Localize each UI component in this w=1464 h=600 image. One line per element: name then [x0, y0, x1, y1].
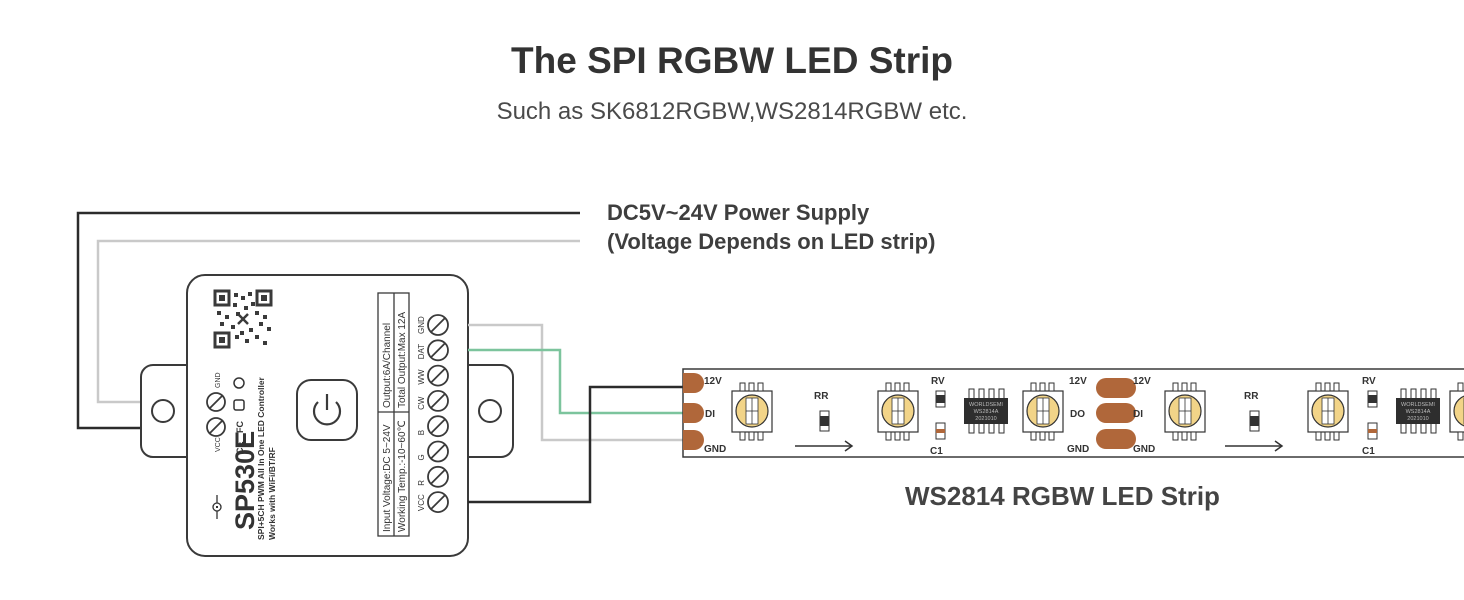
- terminal-ww: [427, 364, 449, 387]
- strip-pads-input: [683, 373, 704, 450]
- chip-marking-1-1: WORLDSEMI: [969, 402, 1003, 408]
- power-supply-note: (Voltage Depends on LED strip): [607, 229, 936, 254]
- output-wire-gnd: [468, 323, 690, 442]
- dc-jack-icon: [212, 495, 222, 519]
- led-chip-6: [1449, 382, 1464, 441]
- label-c1-1: C1: [930, 446, 943, 457]
- pad-label-do: DO: [1070, 409, 1085, 420]
- pad-label-12v-in: 12V: [704, 376, 722, 387]
- terminal-label-r: R: [417, 480, 426, 486]
- label-rr-1: RR: [814, 391, 829, 402]
- controller-compat: Works with WiFi/BT/RF: [267, 447, 277, 540]
- pad-label-gnd-left: GND: [1067, 444, 1089, 455]
- chip-marking-2-2: WS2814A: [1406, 409, 1431, 415]
- terminal-r: [427, 465, 449, 488]
- qr-code: [213, 289, 273, 349]
- terminal-label-gnd: GND: [417, 316, 426, 334]
- strip-cut-pads: [1096, 378, 1136, 449]
- led-chip-1: [731, 382, 773, 441]
- pad-label-di-mid: DI: [1133, 409, 1143, 420]
- pad-label-gnd-right: GND: [1133, 444, 1155, 455]
- side-label-vcc: VCC: [215, 437, 222, 452]
- capacitor-c1-1: [935, 422, 946, 440]
- resistor-rr-2: [1249, 410, 1260, 432]
- resistor-rr-1: [819, 410, 830, 432]
- controller-description: SPI+5CH PWM All In One LED Controller: [256, 376, 266, 540]
- data-flow-arrow-2: [1225, 440, 1284, 452]
- spec-total-output: Total Output:Max 12A: [397, 312, 408, 408]
- terminal-label-g: G: [417, 454, 426, 460]
- terminal-label-dat: DAT: [417, 344, 426, 360]
- terminal-label-ww: WW: [417, 369, 426, 385]
- chip-marking-2-1: WORLDSEMI: [1401, 402, 1435, 408]
- terminal-gnd: [427, 314, 449, 336]
- terminal-cw: [427, 389, 449, 412]
- spec-table: [377, 292, 410, 537]
- controller-model: SP530E: [230, 431, 260, 530]
- strip-caption: WS2814 RGBW LED Strip: [905, 481, 1220, 511]
- label-rv-2: RV: [1362, 376, 1376, 387]
- led-chip-3: [1022, 382, 1064, 441]
- svg-text:CE: CE: [235, 441, 245, 454]
- certification-icons: FC CE: [233, 377, 245, 454]
- diagram-subtitle: Such as SK6812RGBW,WS2814RGBW etc.: [496, 98, 968, 125]
- pad-label-gnd-in: GND: [704, 444, 726, 455]
- data-flow-arrow-1: [795, 440, 854, 452]
- side-terminal-vcc: [206, 417, 226, 437]
- terminal-vcc: [427, 491, 449, 514]
- label-rr-2: RR: [1244, 391, 1259, 402]
- side-label-gnd: GND: [215, 372, 222, 388]
- label-rv-1: RV: [931, 376, 945, 387]
- resistor-rv-2: [1367, 390, 1378, 408]
- svg-text:FC: FC: [235, 421, 245, 433]
- resistor-rv-1: [935, 390, 946, 408]
- terminal-label-vcc: VCC: [417, 494, 426, 511]
- side-terminal-gnd: [206, 392, 226, 412]
- pad-label-12v-left: 12V: [1069, 376, 1087, 387]
- terminal-b: [427, 415, 449, 438]
- led-chip-4: [1164, 382, 1206, 441]
- spec-output-per-channel: Output:6A/Channel: [382, 323, 393, 408]
- led-chip-5: [1307, 382, 1349, 441]
- spec-input-voltage: Input Voltage:DC 5~24V: [382, 424, 393, 532]
- output-wire-vcc: [468, 385, 690, 504]
- label-c1-2: C1: [1362, 446, 1375, 457]
- chip-marking-2-3: 2021010: [1407, 416, 1428, 422]
- chip-marking-1-3: 2021010: [975, 416, 996, 422]
- terminal-dat: [427, 339, 449, 362]
- power-wire-black: [76, 211, 580, 430]
- spec-working-temp: Working Temp.:-10~60℃: [397, 420, 408, 532]
- output-wire-data: [468, 348, 690, 415]
- terminal-label-cw: CW: [417, 396, 426, 410]
- power-supply-label: DC5V~24V Power Supply: [607, 200, 870, 225]
- terminal-label-b: B: [417, 430, 426, 435]
- terminal-g: [427, 440, 449, 463]
- chip-marking-1-2: WS2814A: [974, 409, 999, 415]
- capacitor-c1-2: [1367, 422, 1378, 440]
- diagram-title: The SPI RGBW LED Strip: [511, 40, 953, 81]
- pad-label-12v-right: 12V: [1133, 376, 1151, 387]
- led-chip-2: [877, 382, 919, 441]
- pad-label-di-in: DI: [705, 409, 715, 420]
- power-button: [296, 379, 358, 441]
